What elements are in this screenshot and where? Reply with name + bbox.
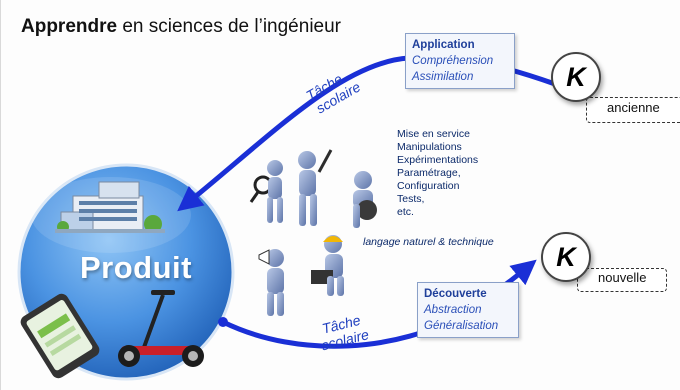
figure-megaphone-icon [258,249,284,316]
decouverte-heading: Découverte [424,288,487,300]
nouvelle-label: nouvelle [598,270,647,285]
k-nouvelle-icon: K [541,232,591,282]
decouverte-item: Généralisation [424,320,499,332]
activity-item: Configuration [397,180,460,192]
ancienne-label: ancienne [607,100,660,115]
diagram-title: Apprendre en sciences de l’ingénieur [21,16,341,38]
activity-item: Tests, [397,193,425,205]
title-bold: Apprendre [21,16,118,37]
activity-item: Mise en service [397,128,470,140]
ancienne-label-box: ancienne [586,97,680,123]
activity-list: Mise en service Manipulations Expériment… [397,128,478,219]
application-item: Assimilation [412,71,474,83]
building-icon [55,181,165,233]
nouvelle-label-box: nouvelle [577,268,667,292]
application-item: Compréhension [412,55,494,67]
worker-figure-icons [249,149,377,316]
figure-wrench-icon [298,149,333,226]
smartphone-icon [20,293,100,379]
k-ancienne-icon: K [551,52,601,102]
application-heading: Application [412,39,475,51]
figure-toolbox-icon [311,235,344,296]
decouverte-box: Découverte Abstraction Généralisation [417,282,519,338]
application-box: Application Compréhension Assimilation [405,33,515,89]
produit-label: Produit [80,250,192,285]
language-note: langage naturel & technique [363,236,494,248]
decouverte-item: Abstraction [424,304,482,316]
title-rest: en sciences de l’ingénieur [117,16,341,37]
activity-item: Manipulations [397,141,462,153]
activity-item: Expérimentations [397,154,479,166]
activity-item: etc. [397,206,414,218]
arrow-start-dot [218,317,228,327]
figure-magnifier-icon [249,160,283,223]
figure-gear-icon [353,171,377,228]
segway-icon [118,290,204,367]
activity-item: Paramétrage, [397,167,461,179]
